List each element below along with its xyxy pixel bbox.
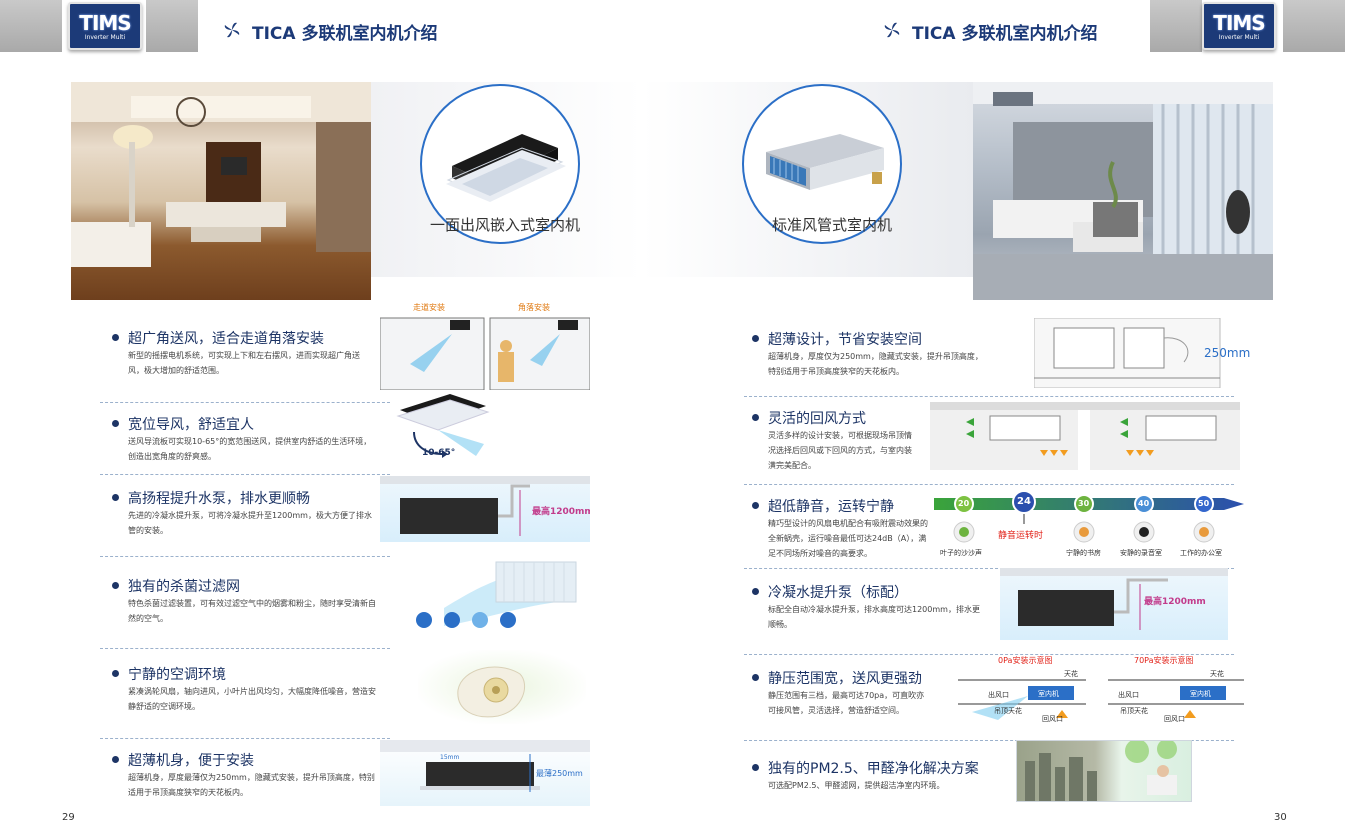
drain-pump-illustration: 最高1200mm (380, 476, 590, 542)
quiet-fan-illustration (418, 650, 586, 724)
thin-top-label: 15mm (440, 754, 460, 761)
logo-text: TIMS (1213, 11, 1265, 35)
noise-tick: 30 (1078, 499, 1090, 508)
feature-title: 超广角送风，适合走道角落安装 (112, 328, 324, 348)
logo-text: TIMS (79, 11, 131, 35)
outlet-label: 出风口 (988, 691, 1009, 699)
header-bar-right (1150, 0, 1202, 52)
feature-title: 静压范围宽，送风更强劲 (752, 668, 922, 688)
suspended-ceiling-label: 吊顶天花 (1120, 707, 1148, 715)
feature-description: 可选配PM2.5、甲醛滤网，提供超洁净室内环境。 (768, 781, 945, 790)
logo-subtext: Inverter Multi (1218, 34, 1260, 41)
corridor-corner-illustration: 走道安装 角落安装 (380, 302, 590, 390)
feature-title: 宁静的空调环境 (112, 664, 226, 684)
cassette-unit-label: 一面出风嵌入式室内机 (430, 216, 581, 234)
condensate-pump-illustration: 最高1200mm (1000, 568, 1228, 640)
divider (744, 568, 1234, 569)
divider (100, 402, 390, 403)
feature-description: 灵活多样的设计安装，可根据现场吊顶情况选择后回风或下回风的方式，与室内装潢完美配… (768, 431, 912, 470)
corner-install-label: 角落安装 (518, 303, 550, 312)
angle-label: 10-65° (422, 448, 456, 458)
divider (100, 648, 390, 649)
feature-title: 超薄机身，便于安装 (112, 750, 254, 770)
feature-description: 静压范围有三档，最高可达70pa，可直吹亦可接风管，灵活选择，营造舒适空间。 (768, 691, 925, 715)
indoor-unit-label: 室内机 (1190, 690, 1211, 698)
feature-title: 冷凝水提升泵（标配） (752, 582, 908, 602)
noise-tick: 20 (958, 499, 970, 508)
noise-scale-illustration: 20 24 30 40 50 静音运转时 叶子的沙沙声 宁静的书房 安静的录音室… (934, 490, 1246, 560)
feature-description: 标配全自动冷凝水提升泵，排水高度可达1200mm，排水更顺畅。 (768, 605, 980, 629)
feature-description: 先进的冷凝水提升泵，可将冷凝水提升至1200mm，极大方便了排水管的安装。 (128, 511, 372, 535)
living-room-photo (71, 82, 371, 300)
suspended-ceiling-label: 吊顶天花 (994, 707, 1022, 715)
feature-description: 超薄机身，厚度仅为250mm，隐藏式安装，提升吊顶高度，特别适用于吊顶高度狭窄的… (768, 352, 983, 376)
feature-description: 新型的摇摆电机系统，可实现上下和左右摆风，进而实现超广角送风，极大增加的舒适范围… (128, 351, 360, 375)
feature-title: 超薄设计，节省安装空间 (752, 329, 922, 349)
thin-duct-illustration: 250mm (1034, 318, 1252, 388)
return-label: 回风口 (1164, 715, 1185, 723)
divider (744, 654, 1234, 655)
feature-description: 精巧型设计的风扇电机配合有吸附震动效果的全新蜗壳，运行噪音最低可达24dB（A）… (768, 519, 928, 558)
duct-height-label: 250mm (1204, 346, 1251, 360)
divider (100, 738, 390, 739)
noise-tick: 24 (1017, 496, 1031, 507)
page-number-left: 29 (62, 812, 75, 822)
feature-description: 特色杀菌过滤装置，可有效过滤空气中的烟雾和粉尘，随时享受清新自然的空气。 (128, 599, 376, 623)
pm25-purification-photo (1016, 740, 1192, 802)
feature-description: 紧凑涡轮风扇，轴向进风，小叶片出风均匀，大幅度降低噪音，营造安静舒适的空调环境。 (128, 687, 376, 711)
logo-subtext: Inverter Multi (84, 34, 126, 41)
page-number-right: 30 (1274, 812, 1287, 822)
return-air-illustration (930, 402, 1240, 470)
noise-tick: 40 (1138, 499, 1150, 508)
page-title-right: TICA 多联机室内机介绍 (912, 24, 1098, 44)
cassette-unit-circle (420, 84, 580, 244)
divider (744, 396, 1234, 397)
tims-logo-left: TIMS Inverter Multi (68, 2, 142, 50)
divider (744, 740, 1234, 741)
fan-icon (224, 22, 240, 38)
feature-title: 独有的PM2.5、甲醛净化解决方案 (752, 758, 979, 778)
return-label: 回风口 (1042, 715, 1063, 723)
noise-item-label: 安静的录音室 (1120, 549, 1162, 557)
feature-title: 超低静音，运转宁静 (752, 496, 894, 516)
divider (100, 556, 390, 557)
static-pressure-illustration: 0Pa安装示意图 70Pa安装示意图 天花 天花 出风口 出风口 室内机 室内机… (958, 652, 1244, 726)
header-bar-left-2 (146, 0, 198, 52)
ceiling-label: 天花 (1064, 670, 1078, 678)
divider (100, 474, 390, 475)
feature-title: 独有的杀菌过滤网 (112, 576, 240, 596)
silent-running-label: 静音运转时 (998, 531, 1044, 541)
fan-icon (884, 22, 900, 38)
thin-height-label: 最薄250mm (536, 769, 583, 778)
tims-logo-right: TIMS Inverter Multi (1202, 2, 1276, 50)
header-bar-left (0, 0, 62, 52)
modern-room-photo (973, 82, 1273, 300)
noise-item-label: 工作的办公室 (1180, 549, 1222, 557)
filter-illustration (404, 560, 584, 636)
feature-title: 高扬程提升水泵，排水更顺畅 (112, 488, 310, 508)
noise-item-label: 叶子的沙沙声 (940, 549, 982, 557)
noise-tick: 50 (1198, 499, 1210, 508)
thin-body-illustration: 15mm 最薄250mm (380, 740, 590, 806)
corridor-install-label: 走道安装 (413, 303, 445, 312)
noise-item-label: 宁静的书房 (1066, 549, 1101, 557)
lift-height-label: 最高1200mm (1144, 597, 1206, 607)
ducted-unit-label: 标准风管式室内机 (772, 216, 893, 234)
page-title-left: TICA 多联机室内机介绍 (252, 24, 438, 44)
divider (744, 484, 1234, 485)
pa70-title: 70Pa安装示意图 (1134, 656, 1194, 665)
pa0-title: 0Pa安装示意图 (998, 656, 1053, 665)
wide-angle-illustration: 10-65° (392, 392, 492, 462)
feature-description: 送风导流板可实现10-65°的宽范围送风，提供室内舒适的生活环境，创造出宽角度的… (128, 437, 372, 461)
ceiling-label: 天花 (1210, 670, 1224, 678)
outlet-label: 出风口 (1118, 691, 1139, 699)
feature-description: 超薄机身，厚度最薄仅为250mm，隐藏式安装，提升吊顶高度，特别适用于吊顶高度狭… (128, 773, 375, 797)
feature-title: 灵活的回风方式 (752, 408, 866, 428)
ducted-unit-circle (742, 84, 902, 244)
lift-height-label: 最高1200mm (532, 507, 590, 517)
header-bar-right-2 (1283, 0, 1345, 52)
indoor-unit-label: 室内机 (1038, 690, 1059, 698)
feature-title: 宽位导风，舒适宜人 (112, 414, 254, 434)
